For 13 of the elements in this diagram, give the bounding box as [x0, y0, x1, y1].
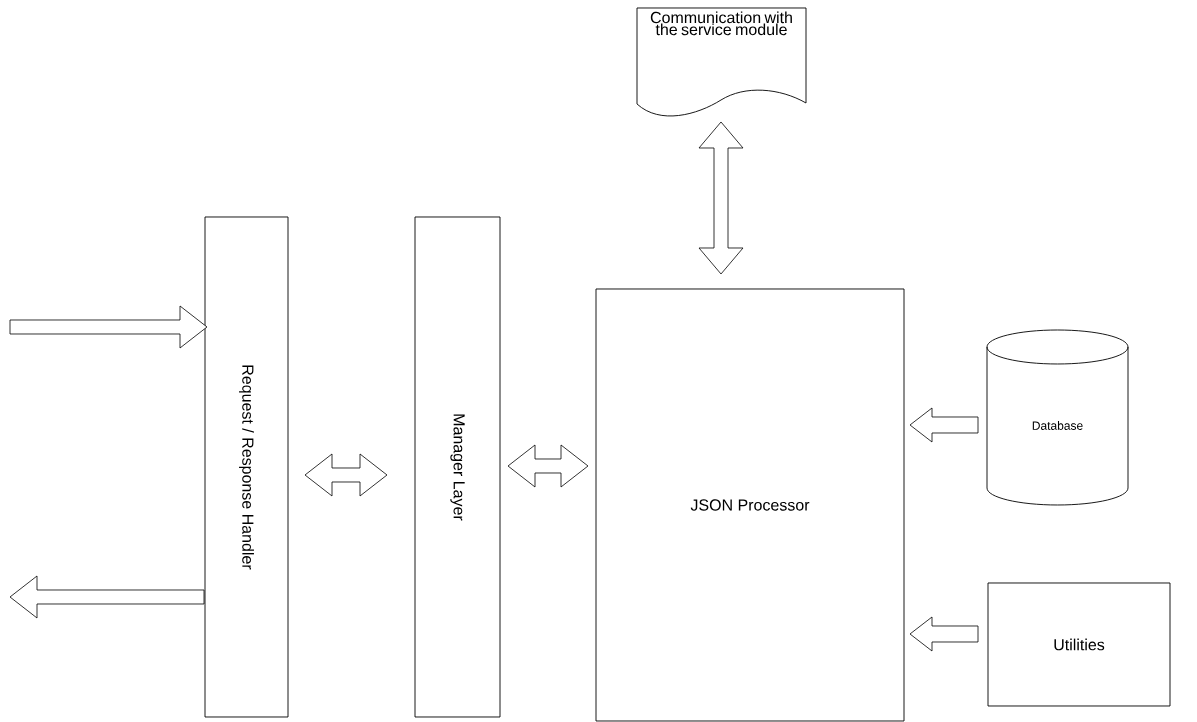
layer-box: Request / Response Handler	[204, 216, 289, 718]
layer-box: Manager Layer	[414, 216, 501, 718]
process-box: Utilities	[987, 582, 1171, 707]
block-arrow	[698, 121, 744, 275]
block-arrow	[9, 575, 205, 619]
database-cylinder: Database	[986, 329, 1129, 506]
block-arrow	[909, 616, 979, 652]
processor-box: JSON Processor	[595, 288, 905, 722]
block-arrow	[507, 444, 589, 488]
block-arrow	[909, 407, 979, 443]
block-arrow	[9, 305, 208, 349]
block-arrow	[304, 453, 388, 497]
node-label: Database	[1032, 421, 1083, 430]
